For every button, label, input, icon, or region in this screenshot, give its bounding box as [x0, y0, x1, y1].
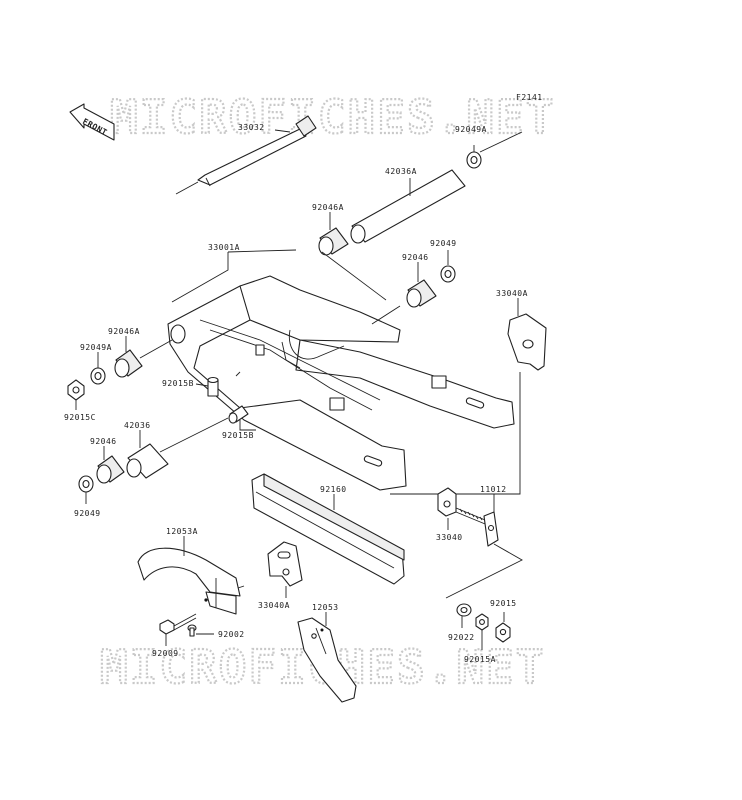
nut-92015a [475, 613, 489, 631]
callout-92015b-1: 92015B [162, 379, 194, 388]
callout-42036a: 42036A [385, 167, 417, 176]
spacer-92049-left [78, 475, 94, 493]
spacer-92049-right [440, 265, 456, 283]
callout-92015c: 92015C [64, 413, 96, 422]
callout-33040: 33040 [436, 533, 463, 542]
callout-12053a: 12053A [166, 527, 198, 536]
callout-92046a-top: 92046A [312, 203, 344, 212]
callout-92049-right: 92049 [430, 239, 457, 248]
chain-guard-12053 [297, 617, 357, 703]
swingarm-33001a [167, 275, 515, 491]
callout-33040a-right: 33040A [496, 289, 528, 298]
sleeve-42036a [350, 169, 466, 244]
collar-92049a-top [466, 151, 482, 169]
chain-guard-12053a [137, 547, 241, 615]
plate-11012 [483, 511, 499, 547]
pin-92015b-upper [207, 376, 219, 397]
adjuster-bolt-33040 [437, 487, 491, 527]
callout-33032: 33032 [238, 123, 265, 132]
watermark-top: MICROFICHES.NET [110, 90, 555, 144]
callout-92049a-left: 92049A [80, 343, 112, 352]
callout-92160: 92160 [320, 485, 347, 494]
collar-92049a-left [90, 367, 106, 385]
bearing-92046-left [96, 455, 125, 484]
front-arrow-icon: FRONT [69, 103, 115, 141]
callout-12053: 12053 [312, 603, 339, 612]
callout-92015b-2: 92015B [222, 431, 254, 440]
callout-33040a-bottom: 33040A [258, 601, 290, 610]
callout-92015: 92015 [490, 599, 517, 608]
bearing-92046a-top [318, 227, 349, 256]
washer-92022 [456, 603, 472, 617]
bearing-92046a-left [114, 349, 143, 378]
callout-92046a-left: 92046A [108, 327, 140, 336]
chain-slipper-92160 [251, 473, 405, 585]
sleeve-42036 [126, 443, 169, 479]
adjuster-33040a-right [507, 313, 547, 371]
pin-92015b-lower [228, 405, 249, 424]
callout-92015a: 92015A [464, 655, 496, 664]
adjuster-33040a-lower [267, 541, 303, 587]
callout-11012: 11012 [480, 485, 507, 494]
screw-92002 [187, 624, 197, 637]
bearing-92046-right [406, 279, 437, 308]
callout-92022: 92022 [448, 633, 475, 642]
pivot-shaft-33032 [175, 115, 317, 195]
callout-92046-left: 92046 [90, 437, 117, 446]
nut-92015c [67, 379, 85, 401]
callout-92049-left: 92049 [74, 509, 101, 518]
callout-33001a: 33001A [208, 243, 240, 252]
callout-92046-right: 92046 [402, 253, 429, 262]
callout-42036: 42036 [124, 421, 151, 430]
callout-92002: 92002 [218, 630, 245, 639]
callout-92009: 92009 [152, 649, 179, 658]
bolt-92009 [159, 613, 197, 635]
figure-id: F2141 [516, 93, 543, 102]
nut-92015 [495, 622, 511, 643]
callout-92049a-top: 92049A [455, 125, 487, 134]
